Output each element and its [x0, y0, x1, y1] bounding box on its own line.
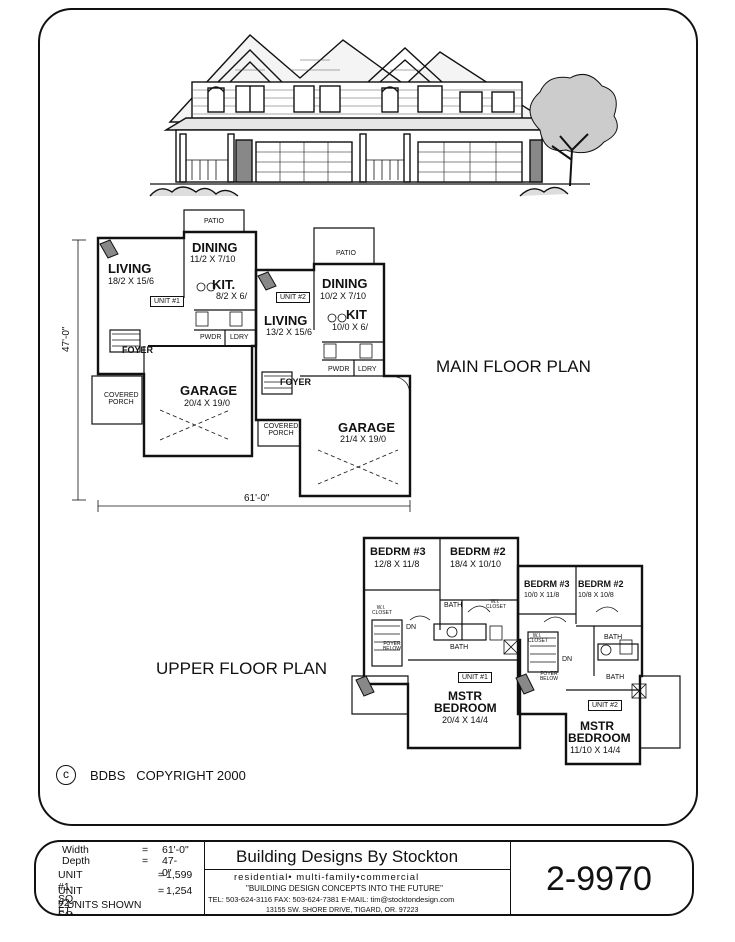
covered-porch-label: COVERED PORCH [104, 392, 139, 406]
room-dimension: 11/2 X 7/10 [190, 254, 236, 264]
closet-label: W.I. CLOSET [486, 599, 507, 610]
closet-label: W.I. CLOSET [372, 605, 393, 616]
title-block: Width = 61'-0" Depth = 47-0" UNIT #1- SQ… [34, 840, 694, 916]
room-label-bedroom: BEDRM #3 [524, 579, 570, 589]
room-dimension: 8/2 X 6/ [216, 291, 248, 301]
room-dimension: 21/4 X 19/0 [340, 434, 387, 444]
room-label-living: LIVING [264, 313, 308, 328]
plan-number-cell: 2-9970 [510, 842, 692, 914]
room-label-dining: DINING [192, 240, 238, 255]
room-label-bedroom: BEDRM #3 [370, 546, 426, 558]
room-label-garage: GARAGE [338, 420, 396, 435]
room-label-laundry: LDRY [358, 366, 377, 373]
closet-label: W.I. CLOSET [528, 633, 549, 644]
room-dimension: 11/10 X 14/4 [570, 745, 621, 755]
plan-number: 2-9970 [546, 860, 652, 898]
copyright-text: BDBS COPYRIGHT 2000 [90, 768, 246, 783]
stair-down-label: DN [562, 656, 573, 663]
unit-tag: UNIT #2 [588, 700, 622, 711]
company-tagline: residential• multi-family•commercial [234, 872, 420, 883]
room-label-dining: DINING [322, 276, 368, 291]
room-dimension: 10/2 X 7/10 [320, 291, 367, 301]
room-label-foyer: FOYER [280, 377, 312, 387]
room-label-master: MSTR [448, 689, 482, 703]
room-label-master: BEDROOM [434, 701, 497, 715]
company-address: 13155 SW. SHORE DRIVE, TIGARD, OR. 97223 [266, 907, 419, 914]
room-dimension: 10/8 X 10/8 [578, 592, 614, 599]
room-dimension: 18/2 X 15/6 [108, 276, 155, 286]
plan-specs: Width = 61'-0" Depth = 47-0" UNIT #1- SQ… [36, 842, 205, 914]
unit-tag: UNIT #2 [276, 292, 310, 303]
drawing-sheet-border [38, 8, 698, 826]
patio-label: PATIO [204, 218, 224, 225]
unit-tag: UNIT #1 [150, 296, 184, 307]
company-info: Building Designs By Stockton residential… [204, 842, 511, 914]
room-label-kitchen: KIT [346, 307, 367, 322]
room-label-foyer: FOYER [122, 345, 154, 355]
patio-label: PATIO [336, 250, 356, 257]
main-floor-plan-heading: MAIN FLOOR PLAN [436, 357, 591, 376]
room-label-powder: PWDR [328, 366, 350, 373]
room-dimension: 20/4 X 14/4 [442, 715, 489, 725]
room-dimension: 13/2 X 15/6 [266, 327, 313, 337]
divider [204, 869, 510, 870]
room-label-bath: BATH [606, 674, 625, 681]
room-label-powder: PWDR [200, 334, 222, 341]
room-dimension: 20/4 X 19/0 [184, 398, 231, 408]
foyer-below-label: FOYER BELOW [382, 641, 402, 652]
unit-tag: UNIT #1 [458, 672, 492, 683]
room-label-bath: BATH [444, 602, 463, 609]
room-label-kitchen: KIT. [212, 277, 236, 292]
room-dimension: 18/4 X 10/10 [450, 559, 502, 569]
width-dimension: 61'-0" [244, 493, 270, 504]
room-label-bedroom: BEDRM #2 [578, 579, 624, 589]
room-label-bedroom: BEDRM #2 [450, 546, 506, 558]
units-shown: 2 UNITS SHOWN [58, 899, 142, 911]
room-dimension: 10/0 X 11/8 [524, 592, 560, 599]
company-name: Building Designs By Stockton [236, 847, 459, 866]
company-slogan: "BUILDING DESIGN CONCEPTS INTO THE FUTUR… [246, 884, 443, 893]
room-dimension: 10/0 X 6/ [332, 322, 369, 332]
room-label-master: MSTR [580, 719, 614, 733]
room-label-living: LIVING [108, 261, 152, 276]
copyright-symbol: c [56, 765, 76, 785]
room-label-garage: GARAGE [180, 383, 238, 398]
room-label-bath: BATH [450, 644, 469, 651]
foyer-below-label: FOYER BELOW [539, 671, 559, 682]
room-label-laundry: LDRY [230, 334, 249, 341]
covered-porch-label: COVERED PORCH [263, 423, 299, 437]
room-label-bath: BATH [604, 634, 623, 641]
company-contact: TEL: 503-624-3116 FAX: 503-624-7381 E-MA… [208, 895, 455, 904]
room-dimension: 12/8 X 11/8 [374, 559, 420, 569]
stair-down-label: DN [406, 624, 417, 631]
room-label-master: BEDROOM [568, 731, 631, 745]
upper-floor-plan-heading: UPPER FLOOR PLAN [156, 659, 327, 678]
